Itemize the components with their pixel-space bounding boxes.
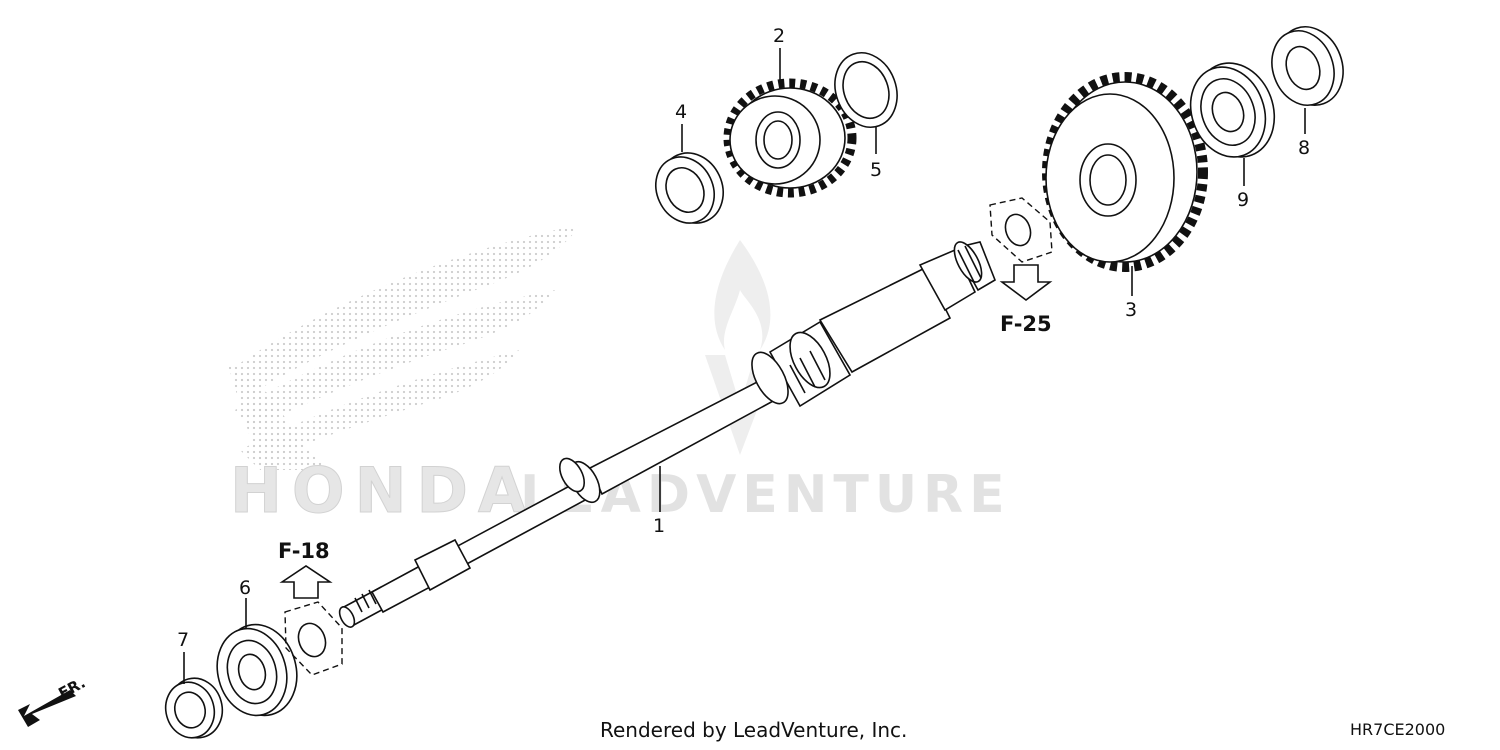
seal-ring-4[interactable]	[645, 143, 734, 234]
callout-3: 3	[1125, 299, 1137, 321]
callout-5: 5	[870, 159, 882, 181]
callout-9: 9	[1237, 189, 1249, 211]
leader-lines	[183, 48, 1306, 684]
ref-washer-f18	[284, 601, 343, 676]
honda-wing-watermark	[228, 225, 580, 470]
gear-small[interactable]	[723, 78, 857, 198]
oil-seal-8[interactable]	[1262, 17, 1354, 114]
countershaft[interactable]	[337, 238, 996, 630]
arrow-up-icon	[279, 565, 333, 599]
gear-large[interactable]	[1042, 72, 1208, 272]
callout-4: 4	[675, 101, 687, 123]
rendered-by-credit: Rendered by LeadVenture, Inc.	[600, 718, 908, 742]
callout-6: 6	[239, 577, 251, 599]
bearing-9[interactable]	[1178, 52, 1287, 168]
ref-label-f18[interactable]: F-18	[278, 539, 330, 563]
ref-washer-f25	[989, 197, 1053, 263]
callout-1: 1	[653, 515, 665, 537]
callout-8: 8	[1298, 137, 1310, 159]
arrow-down-icon	[999, 264, 1053, 301]
callout-7: 7	[177, 629, 189, 651]
oil-seal-7[interactable]	[160, 672, 229, 743]
diagram-code: HR7CE2000	[1350, 720, 1446, 739]
callout-2: 2	[773, 25, 785, 47]
bearing-6[interactable]	[208, 616, 307, 724]
ref-label-f25[interactable]: F-25	[1000, 312, 1052, 336]
seal-ring-5[interactable]	[825, 44, 907, 136]
honda-wordmark-watermark: HONDA	[230, 454, 536, 527]
front-direction-arrow-icon	[18, 690, 76, 727]
